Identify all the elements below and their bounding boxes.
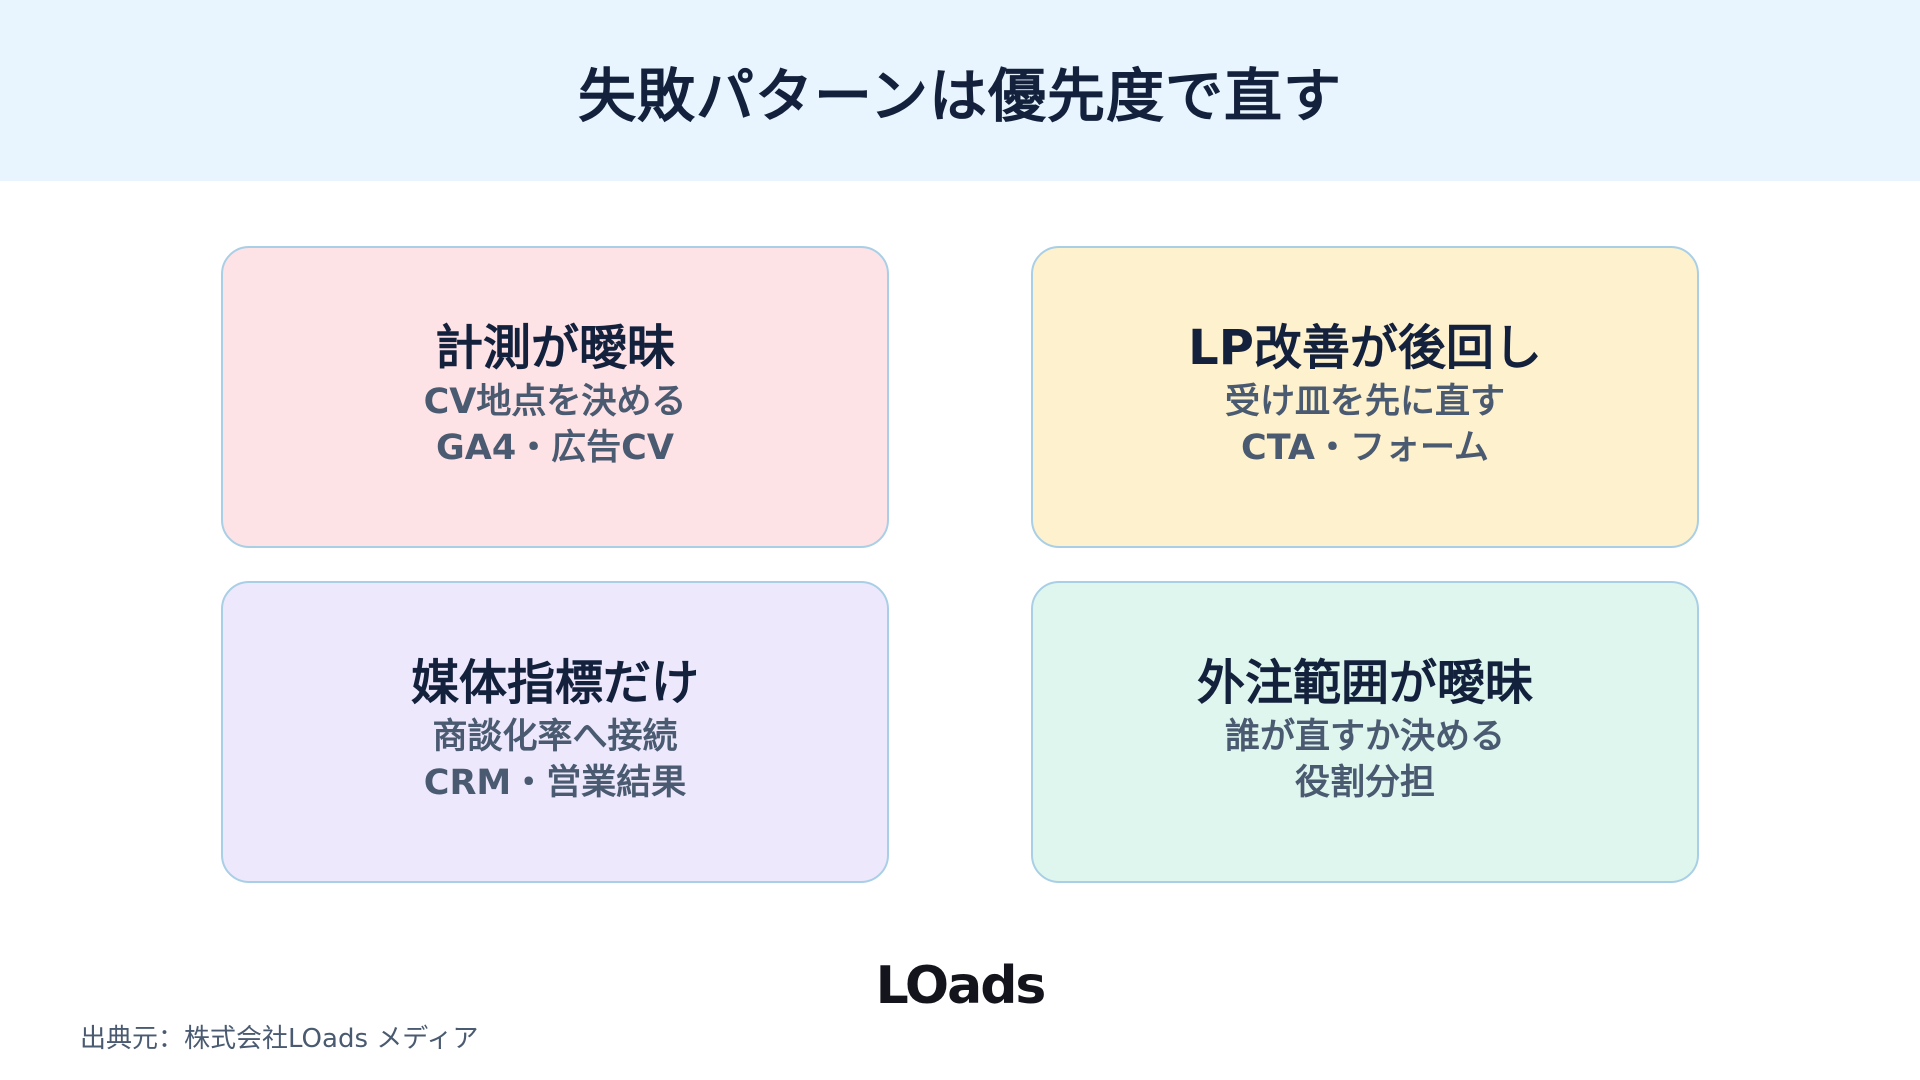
card-title: LP改善が後回し (1188, 320, 1542, 376)
card-title: 媒体指標だけ (410, 655, 699, 711)
card-measurement: 計測が曖昧 CV地点を決める GA4・広告CV (221, 246, 889, 548)
card-lp-improvement: LP改善が後回し 受け皿を先に直す CTA・フォーム (1031, 246, 1699, 548)
card-line-1: 誰が直すか決める (1224, 717, 1505, 757)
header-banner: 失敗パターンは優先度で直す (0, 0, 1920, 181)
page-title: 失敗パターンは優先度で直す (577, 61, 1343, 130)
brand-logo: LOads (875, 956, 1047, 1016)
card-line-1: 受け皿を先に直す (1224, 382, 1505, 422)
card-title: 計測が曖昧 (434, 320, 675, 376)
source-credit: 出典元：株式会社LOads メディア (80, 1024, 479, 1054)
card-media-metrics: 媒体指標だけ 商談化率へ接続 CRM・営業結果 (221, 581, 889, 883)
card-line-2: 役割分担 (1294, 763, 1435, 803)
card-line-2: GA4・広告CV (436, 428, 674, 468)
card-title: 外注範囲が曖昧 (1196, 655, 1533, 711)
card-line-1: 商談化率へ接続 (432, 717, 678, 757)
card-line-2: CTA・フォーム (1241, 428, 1489, 468)
card-line-2: CRM・営業結果 (423, 763, 687, 803)
card-line-1: CV地点を決める (423, 382, 687, 422)
card-outsourcing-scope: 外注範囲が曖昧 誰が直すか決める 役割分担 (1031, 581, 1699, 883)
